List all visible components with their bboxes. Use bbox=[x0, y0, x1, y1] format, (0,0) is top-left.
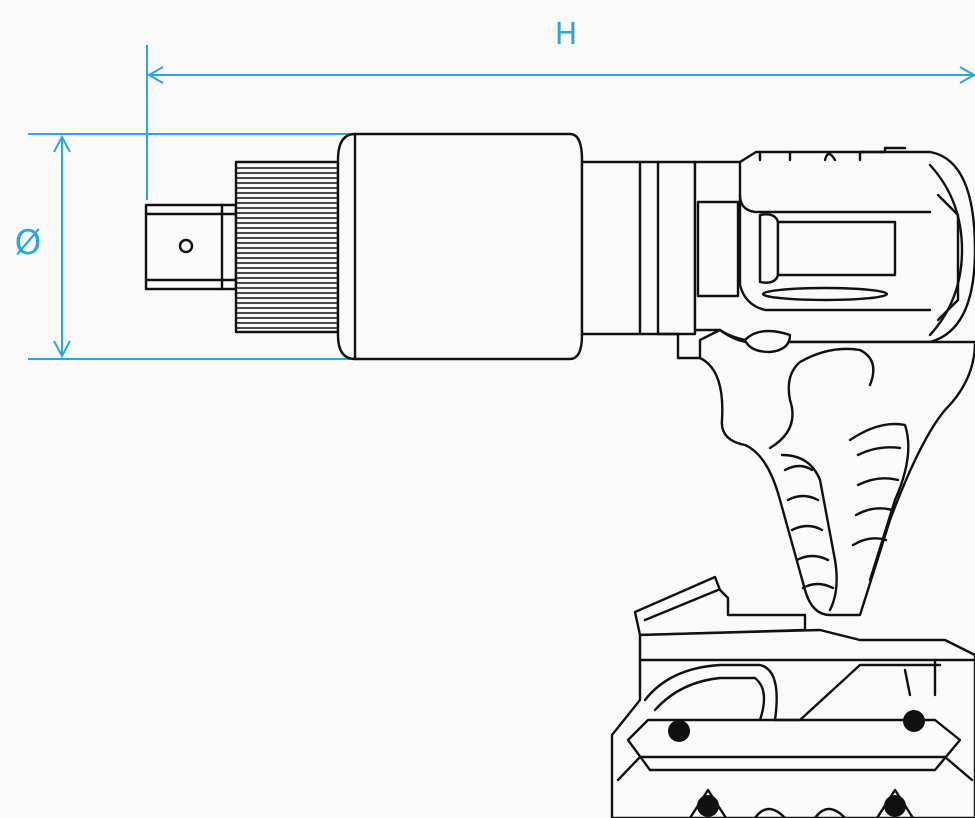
arrowhead-left bbox=[146, 66, 164, 84]
trigger-guard bbox=[768, 347, 875, 450]
battery-bottom-arcs bbox=[753, 807, 847, 818]
arrowhead-bottom bbox=[53, 340, 71, 359]
square-drive bbox=[144, 203, 238, 291]
battery-latch-inner bbox=[653, 676, 766, 722]
motor-side-panel bbox=[738, 193, 932, 312]
battery-feet-outline bbox=[688, 788, 915, 818]
battery-foot-right bbox=[884, 795, 906, 817]
belt-clip-body bbox=[633, 575, 807, 637]
belt-clip-edge bbox=[643, 588, 720, 622]
grip-ribs-front bbox=[783, 464, 835, 590]
drive-pin-hole bbox=[178, 238, 194, 254]
neck-body bbox=[580, 160, 697, 336]
rear-cap-inner bbox=[936, 193, 960, 322]
gearbox-neck bbox=[580, 160, 702, 360]
battery-pack bbox=[610, 628, 975, 818]
battery-foot-left bbox=[697, 795, 719, 817]
arrowhead-right bbox=[959, 66, 975, 84]
belt-clip bbox=[633, 575, 807, 637]
battery-screw-right bbox=[903, 710, 925, 732]
length-label: H bbox=[555, 17, 578, 52]
motor-body bbox=[693, 146, 975, 344]
motor-vent-slot bbox=[761, 286, 889, 302]
trigger-switch bbox=[743, 329, 792, 354]
battery-latch-contour bbox=[643, 663, 942, 722]
dimension-length: H bbox=[146, 17, 975, 200]
knurl-pattern bbox=[236, 167, 338, 329]
arrowhead-top bbox=[53, 134, 71, 153]
knurled-collar bbox=[234, 160, 340, 334]
battery-side-details bbox=[903, 658, 937, 697]
diameter-label: Ø bbox=[15, 223, 42, 263]
housing-cylinder bbox=[336, 132, 584, 361]
handle bbox=[698, 328, 975, 617]
battery-lower-band bbox=[616, 755, 974, 782]
motor-block bbox=[696, 200, 740, 298]
neck-step bbox=[656, 332, 702, 360]
dimension-diameter: Ø bbox=[15, 133, 370, 360]
motor-top-details bbox=[758, 146, 907, 162]
motor-cap bbox=[758, 213, 780, 284]
grip-rear-contour bbox=[848, 422, 910, 582]
motor-cylinder bbox=[776, 220, 897, 277]
reaction-housing bbox=[336, 132, 584, 361]
battery-screw-left bbox=[668, 720, 690, 742]
grip-ribs-rear bbox=[851, 446, 902, 547]
grip-front-contour bbox=[780, 453, 838, 612]
battery-mid-panel bbox=[626, 718, 962, 772]
